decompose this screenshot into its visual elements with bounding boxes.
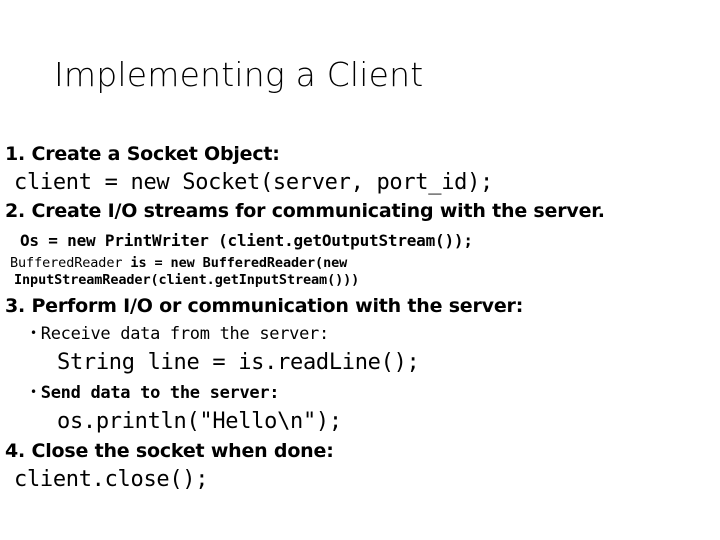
step-3-code-readline: String line = is.readLine(); [57, 350, 420, 375]
step-2-heading: 2. Create I/O streams for communicating … [5, 200, 605, 222]
step-1-code: client = new Socket(server, port_id); [14, 170, 493, 195]
step-1-heading: 1. Create a Socket Object: [5, 143, 280, 165]
bufferedreader-assignment-token: is = new BufferedReader(new [130, 255, 348, 271]
step-3-heading: 3. Perform I/O or communication with the… [5, 295, 524, 317]
page-title: Implementing a Client [54, 55, 424, 94]
bullet-icon: • [30, 385, 37, 399]
bufferedreader-type-token: BufferedReader [10, 255, 131, 271]
step-2-code-bufferedreader-line1: BufferedReader is = new BufferedReader(n… [0, 255, 720, 272]
bullet-icon: • [30, 326, 37, 340]
step-3-code-println: os.println("Hello\n"); [57, 409, 342, 434]
bullet-receive-label: Receive data from the server: [40, 324, 329, 344]
inputstreamreader-token: InputStreamReader(client.getInputStream(… [14, 272, 360, 288]
step-2-code-bufferedreader-line2: InputStreamReader(client.getInputStream(… [0, 272, 720, 289]
bullet-send-label: Send data to the server: [40, 383, 280, 403]
step-4-heading: 4. Close the socket when done: [5, 440, 334, 462]
slide-body: 1. Create a Socket Object: client = new … [0, 141, 720, 495]
step-3-bullet-receive: •Receive data from the server: [0, 320, 720, 347]
step-3-bullet-send: •Send data to the server: [0, 379, 720, 406]
step-2-code-printwriter: Os = new PrintWriter (client.getOutputSt… [20, 231, 473, 250]
step-4-code: client.close(); [14, 467, 209, 492]
